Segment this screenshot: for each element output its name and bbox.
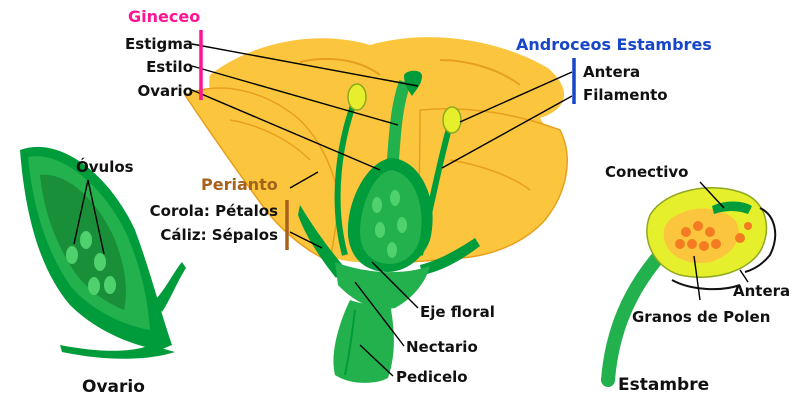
ovario-label: Ovario [138, 82, 194, 100]
anther-right [443, 107, 461, 133]
pedicel [333, 300, 393, 383]
perianto-title: Perianto [201, 175, 278, 194]
caliz-label: Cáliz: Sépalos [160, 226, 278, 244]
antera-label: Antera [583, 63, 640, 81]
corola-label: Corola: Pétalos [150, 202, 278, 220]
ovulos-label: Óvulos [76, 157, 134, 176]
conectivo-label: Conectivo [605, 163, 688, 181]
pedicelo-label: Pedicelo [396, 368, 468, 386]
filamento-label: Filamento [583, 86, 668, 104]
granos-polen-label: Granos de Polen [632, 308, 770, 326]
nectario-label: Nectario [406, 338, 478, 356]
ovary-detail-illustration [20, 147, 186, 359]
gineceo-title: Gineceo [128, 7, 200, 26]
androceo-title: Androceos Estambres [516, 35, 712, 54]
eje-floral-label: Eje floral [420, 303, 495, 321]
estigma-label: Estigma [125, 35, 193, 53]
antera-detail-label: Antera [733, 282, 790, 300]
estilo-label: Estilo [146, 58, 193, 76]
estambre-caption: Estambre [618, 375, 709, 395]
anther-left [348, 84, 366, 110]
ovario-caption: Ovario [82, 377, 145, 397]
